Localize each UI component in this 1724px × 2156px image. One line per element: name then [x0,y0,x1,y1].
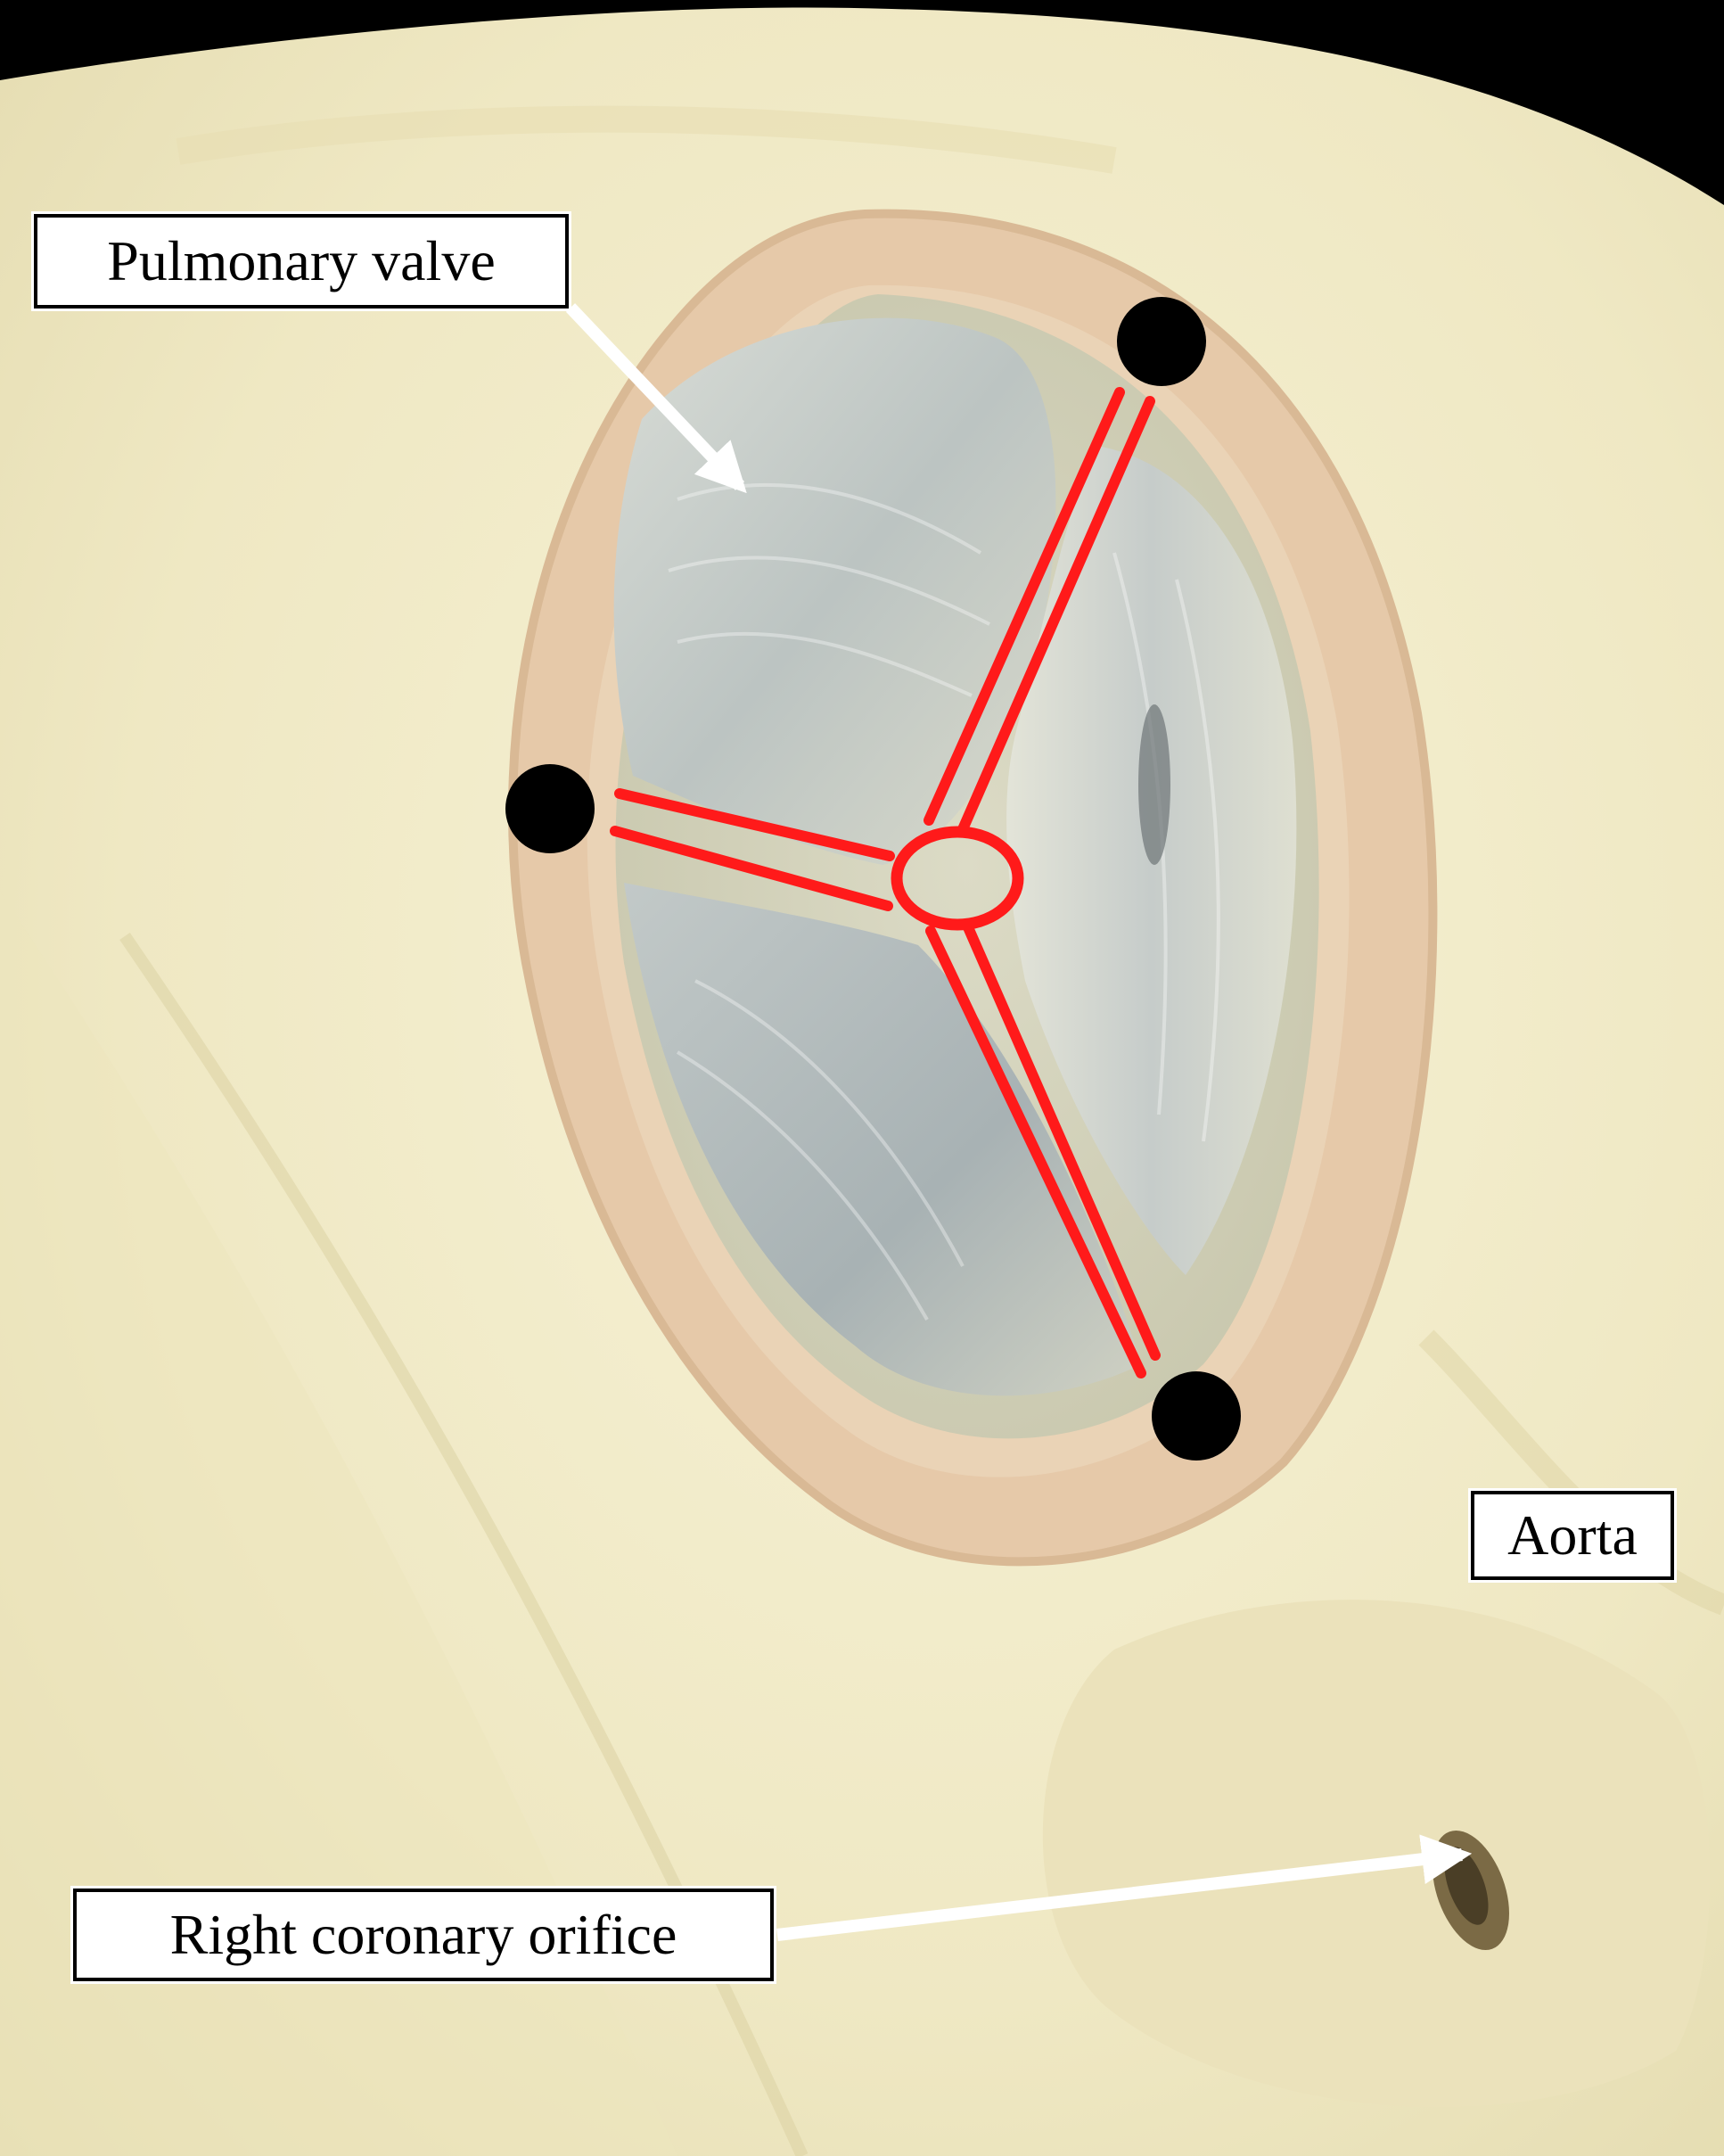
right-coronary-orifice-label: Right coronary orifice [73,1889,774,1981]
right-coronary-orifice-arrow [776,1834,1473,1941]
aortic-root [1042,1600,1711,2108]
pulmonary-valve-arrow [565,303,747,494]
leaflet-fibres [668,482,1220,1321]
commissure-dot-top [1117,297,1206,386]
commissure-dot-bottom [1152,1371,1241,1461]
commissure-lines [610,387,1161,1378]
leaflet-lower-left [624,883,1141,1396]
pulmonary-valve-label: Pulmonary valve [34,214,569,309]
tissue-fold-right [1418,1329,1724,1616]
aorta-label: Aorta [1471,1491,1674,1580]
tissue-fold-left [0,892,677,2156]
tissue-fold-top [176,105,1117,174]
leaflet-sinus-shadow [1138,704,1170,865]
commissure-dot-left [505,764,595,853]
central-coaptation-ring [891,826,1024,931]
